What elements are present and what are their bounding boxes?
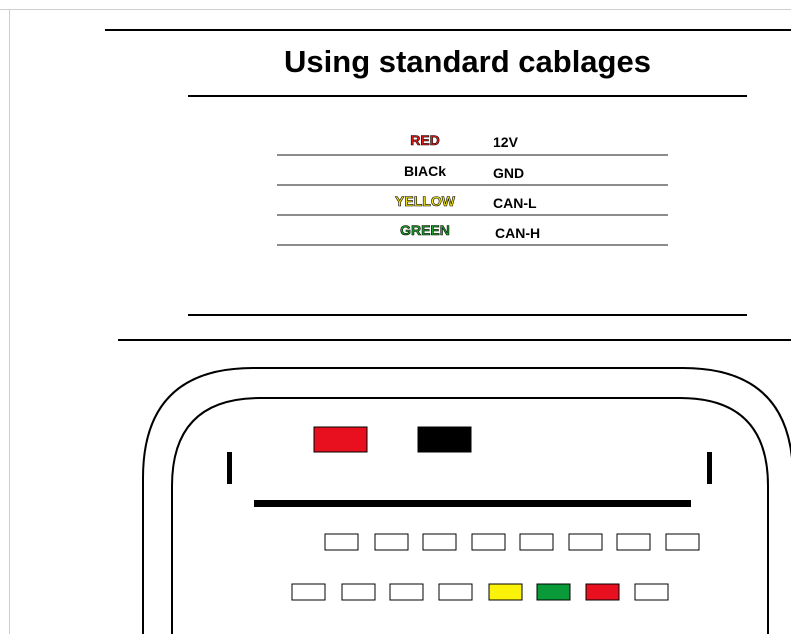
pin-empty [519, 533, 554, 551]
pin-empty [665, 533, 700, 551]
pin-empty [324, 533, 359, 551]
pin-yellow [488, 583, 523, 601]
wire-signal-label: GND [493, 165, 525, 181]
page-border-left [9, 9, 10, 634]
pin-black [417, 426, 472, 453]
pin-red [313, 426, 368, 453]
pin-green [536, 583, 571, 601]
keying-bar [254, 500, 691, 507]
pin-empty [374, 533, 409, 551]
pin-red [585, 583, 620, 601]
wire-signal-label: CAN-H [495, 225, 541, 241]
wire-signal-label: 12V [493, 134, 518, 150]
wire-signal-label: CAN-L [493, 195, 537, 211]
wire-color-label: RED [410, 132, 440, 149]
middle-pin-row [324, 533, 700, 551]
rule-above-connector [118, 339, 791, 341]
pin-empty [438, 583, 473, 601]
pin-empty [389, 583, 424, 601]
row-divider [277, 244, 668, 246]
top-pin-row [313, 426, 472, 453]
wire-color-label: BIACk [403, 163, 446, 179]
pin-empty [616, 533, 651, 551]
pin-empty [291, 583, 326, 601]
page-title: Using standard cablages [284, 44, 651, 79]
pin-empty [634, 583, 669, 601]
pin-empty [341, 583, 376, 601]
connector-outer-shell [142, 367, 791, 634]
right-latch [707, 452, 712, 484]
wire-color-label: YELLOW [395, 193, 455, 210]
row-divider [277, 214, 668, 216]
pin-empty [568, 533, 603, 551]
rule-under-title [188, 95, 747, 97]
rule-top [105, 29, 791, 31]
pin-empty [471, 533, 506, 551]
rule-under-table [188, 314, 747, 316]
connector-inner-shell [171, 397, 769, 634]
page-border-top [0, 9, 791, 10]
pin-empty [422, 533, 457, 551]
bottom-pin-row [291, 583, 669, 601]
row-divider [277, 184, 668, 186]
left-latch [227, 452, 232, 484]
row-divider [277, 154, 668, 156]
wire-color-label: GREEN [400, 222, 450, 239]
